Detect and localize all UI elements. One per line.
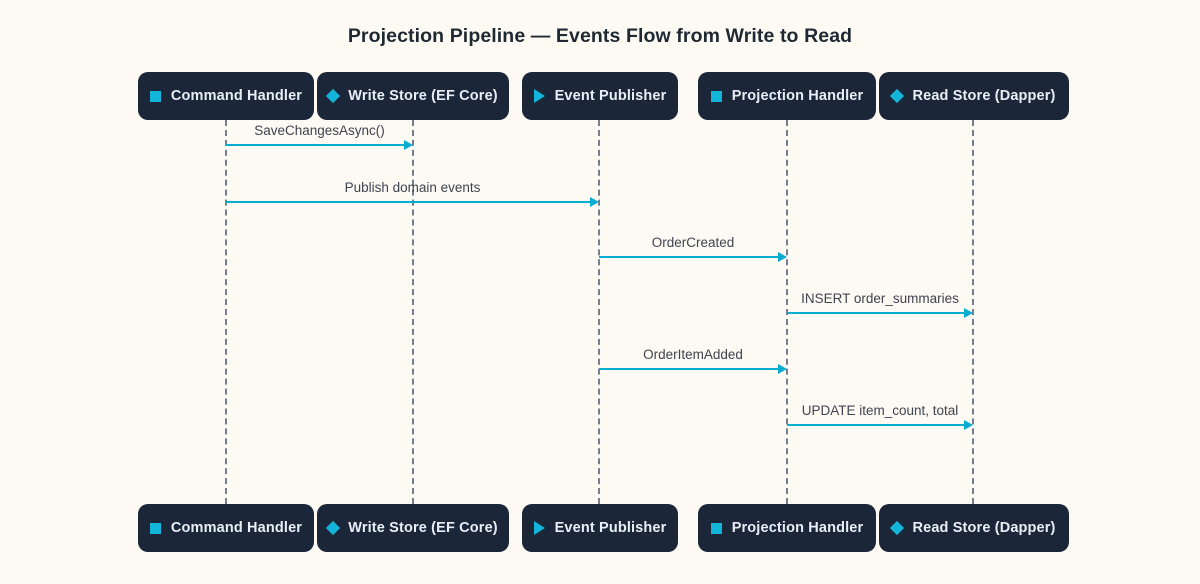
message-line-2: [226, 201, 593, 203]
play-triangle-icon: [533, 521, 545, 535]
lifeline-read-store: [972, 120, 974, 504]
participant-label-write-store: Write Store (EF Core): [348, 520, 498, 536]
message-line-6: [787, 424, 967, 426]
participant-header-event-publisher[interactable]: Event Publisher: [522, 72, 678, 120]
message-arrowhead-3: [778, 251, 787, 262]
message-label-6: UPDATE item_count, total: [801, 403, 959, 418]
diagram-title: Projection Pipeline — Events Flow from W…: [347, 25, 853, 47]
participant-header-write-store[interactable]: Write Store (EF Core): [317, 72, 509, 120]
diamond-icon: [890, 520, 905, 536]
message-label-1: SaveChangesAsync(): [254, 123, 385, 138]
diamond-icon: [326, 88, 341, 104]
message-label-5: OrderItemAdded: [643, 347, 743, 362]
lifeline-command-handler: [225, 120, 227, 504]
participant-footer-event-publisher[interactable]: Event Publisher: [522, 504, 678, 552]
diamond-icon: [326, 520, 341, 536]
diamond-icon: [890, 88, 905, 104]
message-label-2: Publish domain events: [344, 180, 481, 195]
participant-label-read-store: Read Store (Dapper): [912, 520, 1056, 536]
message-line-1: [226, 144, 407, 146]
message-arrowhead-6: [964, 419, 973, 430]
participant-header-read-store[interactable]: Read Store (Dapper): [879, 72, 1069, 120]
play-triangle-icon: [533, 89, 545, 103]
participant-footer-read-store[interactable]: Read Store (Dapper): [879, 504, 1069, 552]
participant-label-event-publisher: Event Publisher: [554, 520, 667, 536]
participant-header-projection-handler[interactable]: Projection Handler: [698, 72, 876, 120]
lifeline-write-store: [412, 120, 414, 504]
participant-footer-projection-handler[interactable]: Projection Handler: [698, 504, 876, 552]
participant-label-read-store: Read Store (Dapper): [912, 88, 1056, 104]
square-icon: [149, 522, 161, 534]
participant-label-command-handler: Command Handler: [170, 520, 303, 536]
participant-label-projection-handler: Projection Handler: [731, 520, 864, 536]
lifeline-event-publisher: [598, 120, 600, 504]
square-icon: [710, 90, 722, 102]
message-line-4: [787, 312, 967, 314]
message-arrowhead-2: [590, 196, 599, 207]
participant-label-projection-handler: Projection Handler: [731, 88, 864, 104]
participant-label-command-handler: Command Handler: [170, 88, 303, 104]
participant-label-event-publisher: Event Publisher: [554, 88, 667, 104]
message-arrowhead-5: [778, 363, 787, 374]
participant-footer-command-handler[interactable]: Command Handler: [138, 504, 314, 552]
message-arrowhead-1: [404, 139, 413, 150]
participant-footer-write-store[interactable]: Write Store (EF Core): [317, 504, 509, 552]
square-icon: [149, 90, 161, 102]
message-label-3: OrderCreated: [651, 235, 735, 250]
participant-label-write-store: Write Store (EF Core): [348, 88, 498, 104]
square-icon: [710, 522, 722, 534]
participant-header-command-handler[interactable]: Command Handler: [138, 72, 314, 120]
message-line-5: [599, 368, 781, 370]
message-line-3: [599, 256, 781, 258]
message-arrowhead-4: [964, 307, 973, 318]
message-label-4: INSERT order_summaries: [801, 291, 959, 306]
